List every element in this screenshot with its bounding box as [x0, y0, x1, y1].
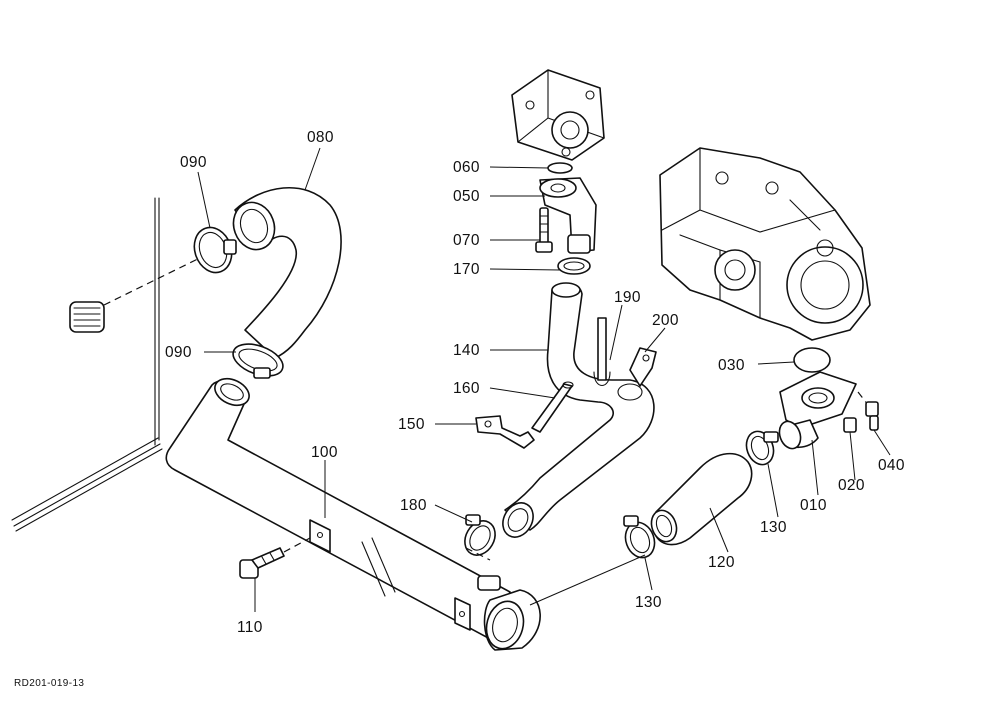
callout-110: 110: [237, 619, 263, 636]
bolt-070: [535, 207, 553, 253]
leader-lines: [197, 147, 891, 612]
elbow-050: [539, 177, 597, 254]
plug-020: [843, 417, 857, 433]
callout-010: 010: [800, 497, 827, 514]
callout-080: 080: [307, 129, 334, 146]
coil-plug: [69, 251, 213, 333]
gasket-030: [793, 347, 831, 373]
callout-130-lower: 130: [635, 594, 662, 611]
callout-180: 180: [400, 497, 427, 514]
callout-130-upper: 130: [760, 519, 787, 536]
clamp-130-upper: [745, 430, 779, 466]
clip-190: [593, 317, 611, 387]
callout-020: 020: [838, 477, 865, 494]
clamp-170: [557, 257, 591, 275]
water-pump-housing: [511, 69, 605, 161]
callout-070: 070: [453, 232, 480, 249]
callout-120: 120: [708, 554, 735, 571]
callout-100: 100: [311, 444, 338, 461]
clamp-180: [464, 514, 496, 561]
callout-090-upper: 090: [180, 154, 207, 171]
callout-170: 170: [453, 261, 480, 278]
frame-rail: [11, 197, 163, 532]
callout-060: 060: [453, 159, 480, 176]
hose-080: [232, 186, 342, 359]
callout-labels: 080 090 090 100 110 060 050 070 170 140 …: [165, 129, 905, 636]
bolt-040: [857, 391, 879, 431]
callout-050: 050: [453, 188, 480, 205]
callout-150: 150: [398, 416, 425, 433]
clamp-090-lower: [232, 343, 284, 379]
callout-090-lower: 090: [165, 344, 192, 361]
pipe-100: [165, 377, 541, 651]
hose-120: [650, 452, 753, 546]
callout-030: 030: [718, 357, 745, 374]
reference-code: RD201-019-13: [14, 678, 84, 689]
drain-pipe-150: [475, 415, 535, 449]
callout-200: 200: [652, 312, 679, 329]
hose-160: [531, 381, 574, 433]
callout-140: 140: [453, 342, 480, 359]
hose-140: [502, 282, 655, 538]
clamp-090-upper: [193, 226, 237, 274]
bracket-200: [629, 347, 657, 387]
bolt-110: [239, 537, 311, 579]
o-ring-060: [547, 162, 573, 174]
engine-block: [659, 147, 871, 341]
clamp-130-lower: [623, 515, 656, 559]
callout-040: 040: [878, 457, 905, 474]
callout-190: 190: [614, 289, 641, 306]
thermostat-housing-010: [778, 371, 857, 450]
callout-160: 160: [453, 380, 480, 397]
